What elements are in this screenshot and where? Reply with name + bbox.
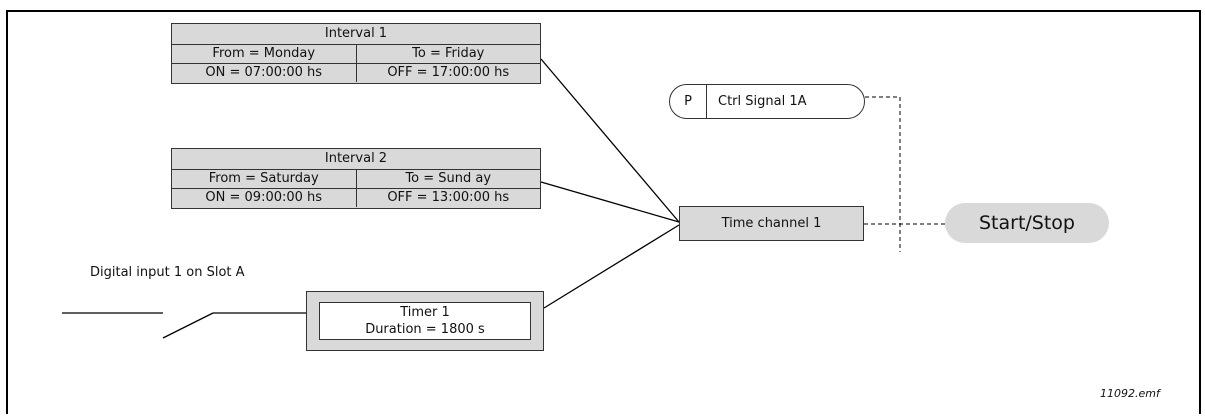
interval1-from: From = Monday (212, 46, 316, 61)
parameter-label: Ctrl Signal 1A (718, 94, 807, 109)
interval2-from: From = Saturday (208, 171, 319, 186)
interval2-on: ON = 09:00:00 hs (205, 190, 323, 205)
timer-box: Timer 1 Duration = 1800 s (306, 291, 544, 351)
parameter-box: P Ctrl Signal 1A (669, 84, 865, 119)
interval1-title: Interval 1 (172, 24, 540, 45)
switch-blade (162, 312, 214, 339)
interval2-off: OFF = 13:00:00 hs (355, 189, 541, 207)
interval2-times-row: ON = 09:00:00 hs OFF = 13:00:00 hs (172, 189, 540, 207)
interval1-box: Interval 1 From = Monday To = Friday ON … (171, 23, 541, 84)
interval1-times-row: ON = 07:00:00 hs OFF = 17:00:00 hs (172, 64, 540, 82)
interval1-days-row: From = Monday To = Friday (172, 45, 540, 64)
line-interval1-to-channel (540, 58, 680, 223)
interval2-box: Interval 2 From = Saturday To = Sund ay … (171, 148, 541, 209)
timer-title: Timer 1 (400, 305, 450, 320)
interval1-off: OFF = 17:00:00 hs (355, 64, 541, 82)
interval2-title: Interval 2 (172, 149, 540, 170)
diagram-frame (6, 10, 1201, 414)
interval1-to: To = Friday (355, 45, 541, 63)
digital-input-label: Digital input 1 on Slot A (90, 265, 245, 280)
parameter-prefix: P (670, 85, 707, 118)
figure-reference: 11092.emf (1100, 387, 1160, 400)
line-interval2-to-channel (540, 181, 680, 223)
timer-inner-box: Timer 1 Duration = 1800 s (319, 302, 531, 340)
interval1-on: ON = 07:00:00 hs (205, 65, 323, 80)
time-channel-box: Time channel 1 (679, 206, 864, 241)
interval2-days-row: From = Saturday To = Sund ay (172, 170, 540, 189)
interval2-to: To = Sund ay (355, 170, 541, 188)
timer-duration: Duration = 1800 s (365, 322, 485, 337)
line-timer-to-channel (543, 224, 680, 309)
start-stop-output: Start/Stop (945, 203, 1109, 243)
